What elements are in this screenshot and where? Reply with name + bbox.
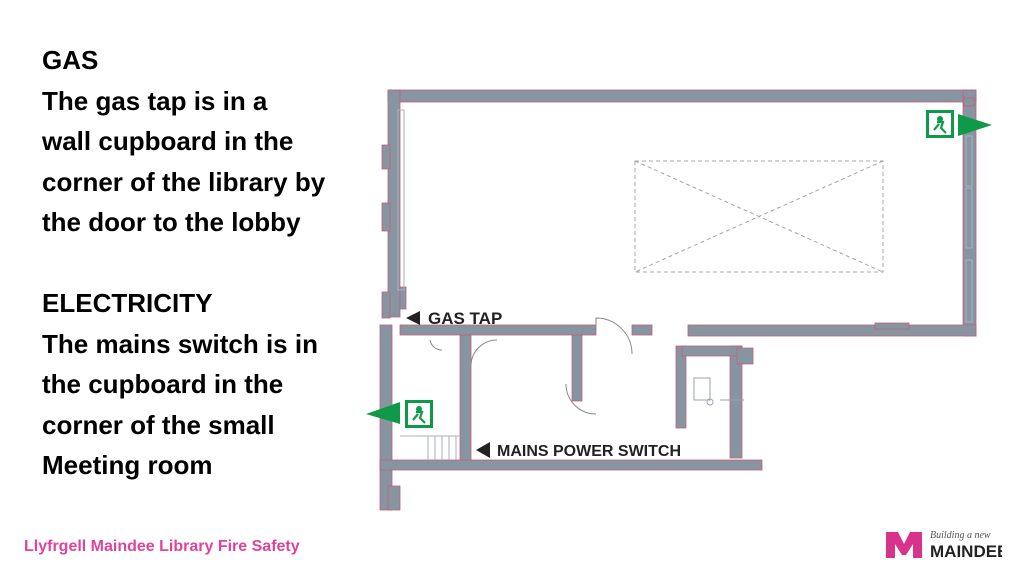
gas-line-4: the door to the lobby xyxy=(42,207,301,237)
electricity-line-2: the cupboard in the xyxy=(42,369,284,399)
fire-exit-sign-top-right xyxy=(926,110,992,138)
walls xyxy=(379,89,977,511)
section-spacer xyxy=(42,243,382,284)
gas-line-2: wall cupboard in the xyxy=(42,126,294,156)
gas-tap-label: GAS TAP xyxy=(428,309,502,328)
floor-plan: GAS TAP MAINS POWER SWITCH xyxy=(360,78,1000,518)
stairs xyxy=(400,435,460,460)
gas-line-1: The gas tap is in a xyxy=(42,85,268,116)
logo-tagline: Building a new xyxy=(930,530,991,541)
electricity-heading: ELECTRICITY xyxy=(42,288,213,318)
mains-switch-label: MAINS POWER SWITCH xyxy=(497,443,681,460)
electricity-line-4: Meeting room xyxy=(42,450,213,480)
gas-line-3: corner of the library by xyxy=(42,166,326,197)
logo-m-mark xyxy=(886,532,922,558)
maindee-logo: Building a new MAINDEE xyxy=(882,524,1008,564)
instructions-text: GAS The gas tap is in a wall cupboard in… xyxy=(42,40,382,486)
logo-name: MAINDEE xyxy=(930,542,1002,561)
electricity-line-1: The mains switch is in xyxy=(42,328,318,359)
windows xyxy=(397,109,973,323)
footer-title: Llyfrgell Maindee Library Fire Safety xyxy=(24,538,300,555)
fixtures xyxy=(693,377,744,406)
fire-exit-sign-left xyxy=(366,400,433,428)
electricity-line-3: corner of the small xyxy=(42,409,275,440)
gas-tap-marker: GAS TAP xyxy=(406,309,502,328)
gas-heading: GAS xyxy=(42,45,99,75)
roof-light xyxy=(634,160,884,273)
doors xyxy=(429,317,633,415)
mains-switch-marker: MAINS POWER SWITCH xyxy=(476,442,681,460)
